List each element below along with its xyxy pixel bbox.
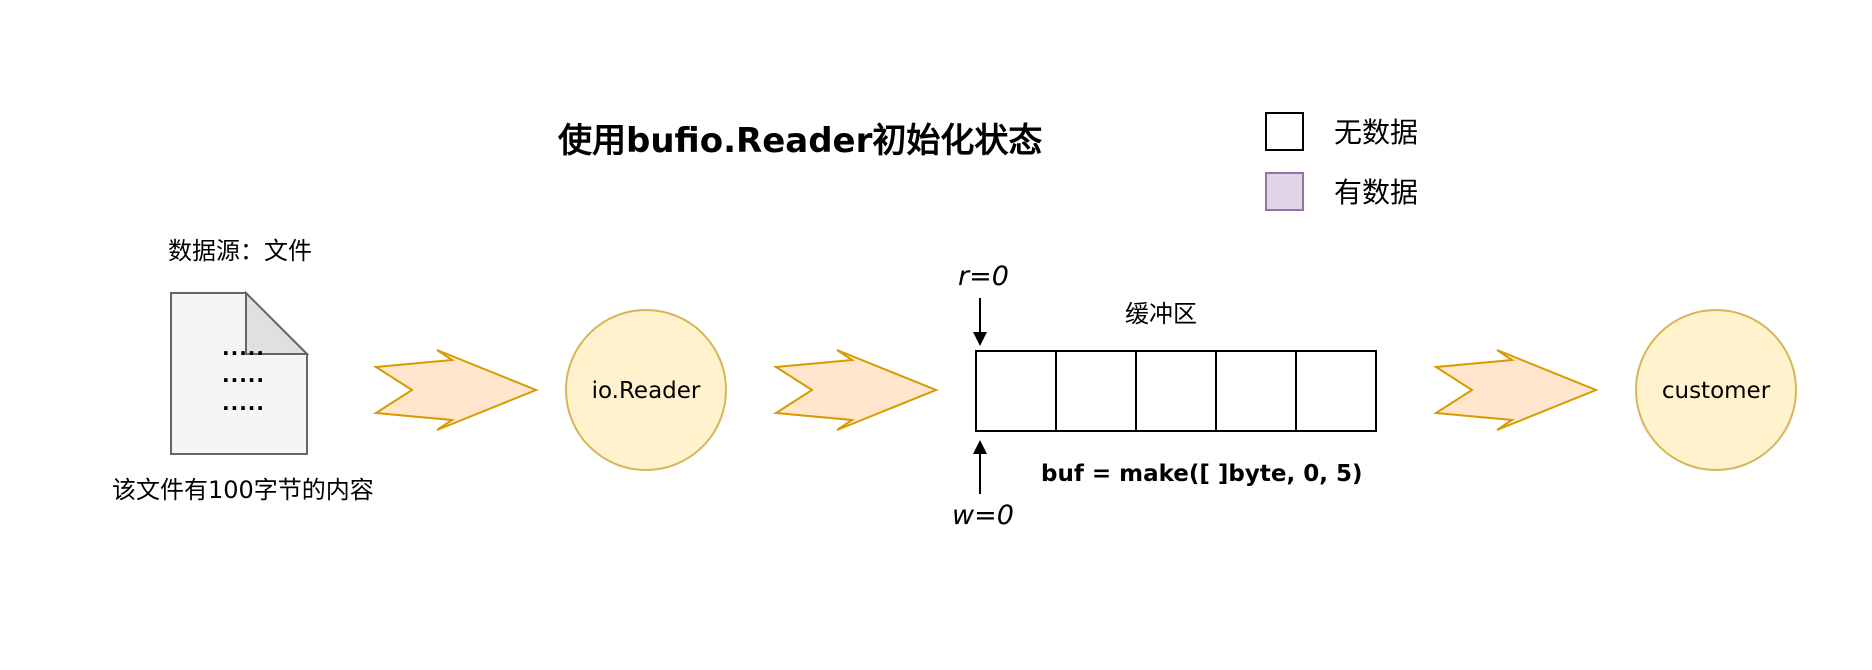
legend-empty-label: 无数据 xyxy=(1334,116,1418,149)
customer-label: customer xyxy=(1662,378,1771,404)
legend-filled-label: 有数据 xyxy=(1334,176,1418,209)
source-label: 数据源：文件 xyxy=(168,237,312,265)
legend-filled-swatch xyxy=(1265,172,1304,211)
file-line-1: ..... xyxy=(222,336,265,360)
legend: 无数据 有数据 xyxy=(1265,112,1418,211)
customer-node xyxy=(1635,309,1797,471)
flow-arrow-3 xyxy=(1433,349,1599,431)
w-pointer-label: w=0 xyxy=(952,500,1014,531)
r-pointer-arrow xyxy=(973,298,987,346)
file-document-icon xyxy=(170,290,310,455)
buffer-code-caption: buf = make([ ]byte, 0, 5) xyxy=(1041,461,1363,487)
file-line-3: ..... xyxy=(222,391,265,415)
source-caption: 该文件有100字节的内容 xyxy=(112,476,374,504)
file-line-2: ..... xyxy=(222,363,265,387)
buffer-cells xyxy=(975,350,1377,432)
buffer-label: 缓冲区 xyxy=(1125,300,1197,328)
buffer-cell-2 xyxy=(1055,350,1137,432)
r-pointer-label: r=0 xyxy=(958,261,1009,292)
flow-arrow-2 xyxy=(773,349,939,431)
buffer-cell-4 xyxy=(1215,350,1297,432)
io-reader-label: io.Reader xyxy=(592,378,701,404)
diagram-title: 使用bufio.Reader初始化状态 xyxy=(557,121,1042,161)
io-reader-node xyxy=(565,309,727,471)
flow-arrow-1 xyxy=(373,349,539,431)
buffer-cell-3 xyxy=(1135,350,1217,432)
legend-empty-swatch xyxy=(1265,112,1304,151)
w-pointer-arrow xyxy=(973,440,987,494)
buffer-cell-5 xyxy=(1295,350,1377,432)
buffer-cell-1 xyxy=(975,350,1057,432)
